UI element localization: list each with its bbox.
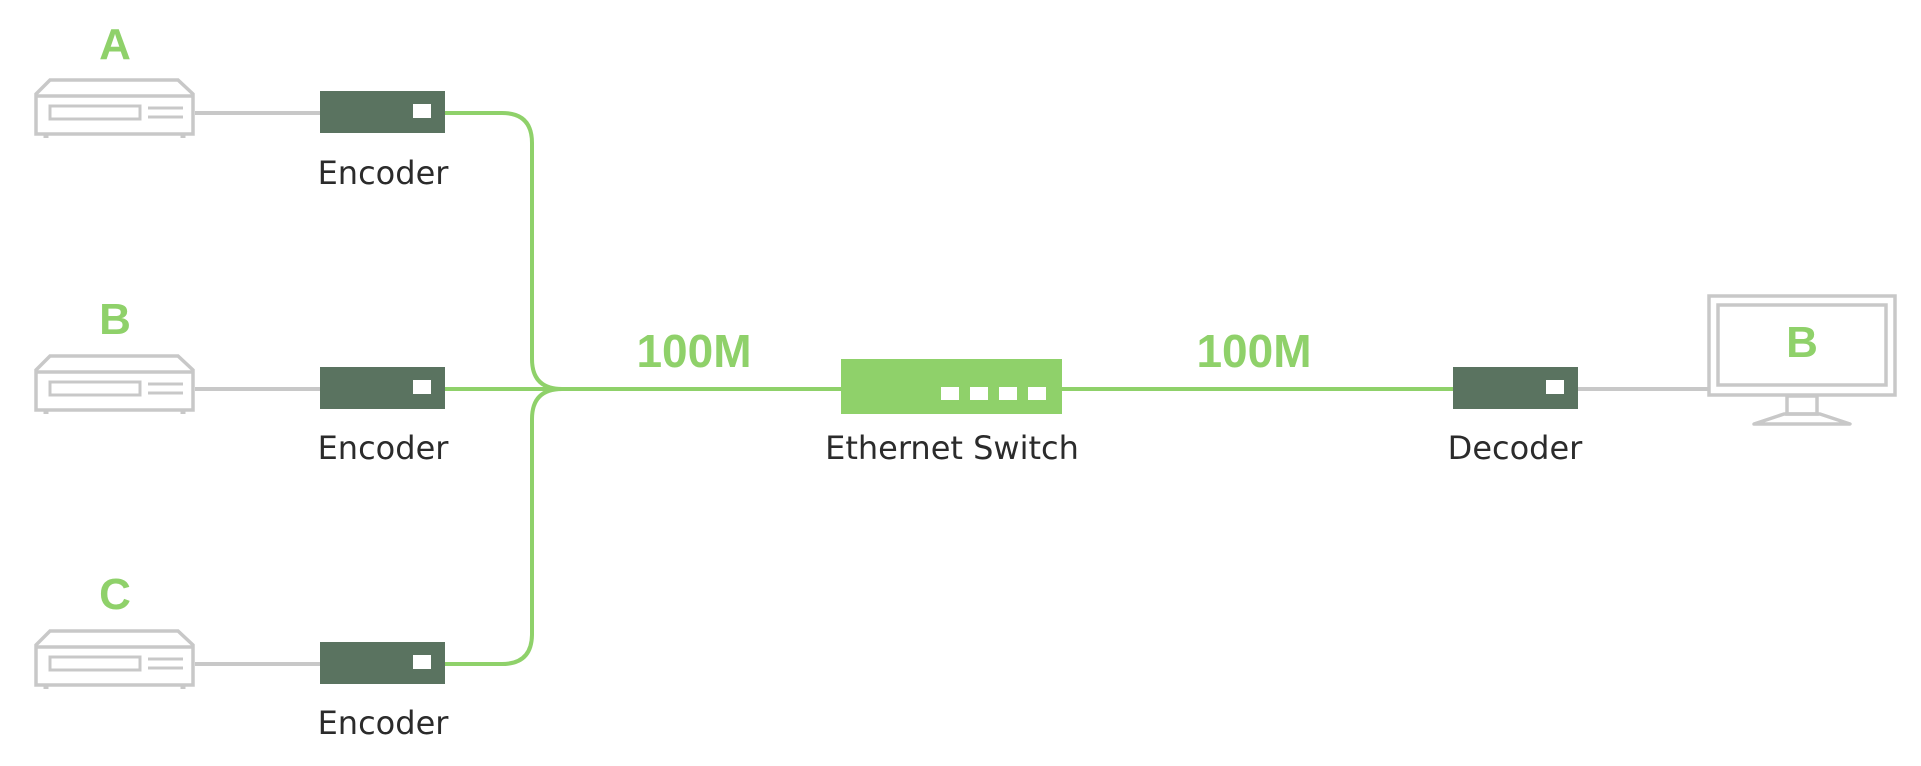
left-link-speed: 100M <box>636 325 752 377</box>
player-device-icon <box>34 78 195 138</box>
display-label: B <box>1786 318 1818 367</box>
decoder-label: Decoder <box>1447 429 1583 467</box>
link-encoder-c <box>444 387 563 666</box>
player-device-icon <box>34 629 195 689</box>
encoder-icon <box>320 91 445 133</box>
encoder-icon <box>320 642 445 684</box>
encoder-c-label: Encoder <box>317 704 449 742</box>
switch-label: Ethernet Switch <box>825 429 1079 467</box>
monitor-icon <box>1707 294 1897 426</box>
decoder-icon <box>1453 367 1578 409</box>
source-b-label: B <box>99 295 131 344</box>
encoder-icon <box>320 367 445 409</box>
source-c-label: C <box>99 570 131 619</box>
source-a-label: A <box>99 20 131 69</box>
right-link-speed: 100M <box>1196 325 1312 377</box>
link-encoder-a <box>444 111 563 391</box>
player-device-icon <box>34 354 195 414</box>
ethernet-switch-icon <box>841 359 1062 414</box>
encoder-b-label: Encoder <box>317 429 449 467</box>
encoder-a-label: Encoder <box>317 154 449 192</box>
